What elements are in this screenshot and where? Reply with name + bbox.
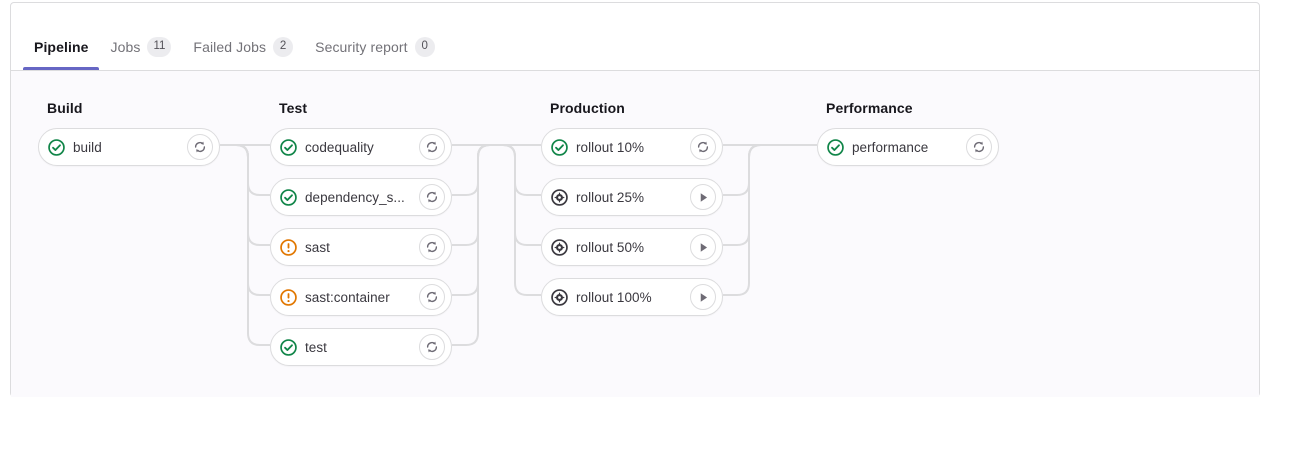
pipeline-stage: Build build (38, 100, 220, 178)
status-success-icon (551, 138, 568, 156)
tab-count-badge: 0 (414, 36, 435, 57)
connector-line (723, 144, 762, 196)
pipeline-job[interactable]: sast:container (270, 278, 452, 316)
tab-label: Failed Jobs (193, 38, 267, 55)
tab-label: Pipeline (34, 38, 89, 55)
pipeline-job[interactable]: codequality (270, 128, 452, 166)
pipeline-job[interactable]: rollout 10% (541, 128, 723, 166)
retry-icon (696, 140, 710, 154)
run-manual-job-button[interactable] (690, 284, 716, 310)
pipeline-stage: Performance performance (817, 100, 999, 178)
stage-title: Build (47, 100, 83, 116)
retry-job-button[interactable] (419, 134, 445, 160)
job-name: test (305, 339, 327, 355)
connector-line (220, 144, 270, 196)
job-name: rollout 10% (576, 139, 645, 155)
connector-line (502, 144, 541, 196)
job-name: rollout 100% (576, 289, 652, 305)
connector-line (220, 144, 270, 346)
job-name: rollout 25% (576, 189, 645, 205)
tab-count-badge: 2 (273, 36, 294, 57)
play-icon (697, 241, 710, 254)
retry-icon (425, 240, 439, 254)
status-manual-gear-icon (551, 188, 568, 206)
connector-line (452, 144, 491, 196)
status-success-icon (280, 138, 297, 156)
pipeline-graph: Build build Test codequality dependency_… (11, 71, 1259, 397)
status-success-icon (48, 138, 65, 156)
retry-job-button[interactable] (419, 184, 445, 210)
status-success-icon (827, 138, 844, 156)
job-name: performance (852, 139, 929, 155)
pipeline-panel: Pipeline Jobs 11 Failed Jobs 2 Security repor… (10, 2, 1260, 397)
retry-job-button[interactable] (690, 134, 716, 160)
pipeline-job[interactable]: rollout 100% (541, 278, 723, 316)
job-name: build (73, 139, 102, 155)
pipeline-stage: Test codequality dependency_s... sast sa… (270, 100, 452, 378)
connector-line (452, 144, 491, 296)
job-name: sast:container (305, 289, 390, 305)
retry-icon (425, 340, 439, 354)
job-name: codequality (305, 139, 374, 155)
pipeline-job[interactable]: rollout 50% (541, 228, 723, 266)
status-manual-gear-icon (551, 288, 568, 306)
status-success-icon (280, 188, 297, 206)
run-manual-job-button[interactable] (690, 184, 716, 210)
retry-icon (425, 190, 439, 204)
connector-line (723, 144, 762, 296)
retry-icon (972, 140, 986, 154)
retry-job-button[interactable] (187, 134, 213, 160)
status-warning-icon (280, 288, 297, 306)
retry-job-button[interactable] (419, 284, 445, 310)
job-name: sast (305, 239, 330, 255)
status-success-icon (280, 338, 297, 356)
connector-line (220, 144, 270, 296)
tab-failed-jobs[interactable]: Failed Jobs 2 (182, 23, 304, 70)
status-manual-gear-icon (551, 238, 568, 256)
connector-line (452, 144, 491, 246)
job-name: dependency_s... (305, 189, 405, 205)
connector-line (502, 144, 541, 296)
pipeline-tabs: Pipeline Jobs 11 Failed Jobs 2 Security repor… (11, 23, 1259, 71)
retry-icon (193, 140, 207, 154)
status-warning-icon (280, 238, 297, 256)
stage-title: Performance (826, 100, 913, 116)
stage-title: Production (550, 100, 625, 116)
connector-line (502, 144, 541, 246)
retry-job-button[interactable] (966, 134, 992, 160)
pipeline-job[interactable]: build (38, 128, 220, 166)
pipeline-job[interactable]: performance (817, 128, 999, 166)
connector-line (452, 144, 491, 346)
tab-count-badge: 11 (147, 36, 172, 57)
retry-icon (425, 140, 439, 154)
pipeline-stage: Production rollout 10% rollout 25% (541, 100, 723, 328)
play-icon (697, 191, 710, 204)
pipeline-job[interactable]: rollout 25% (541, 178, 723, 216)
tab-label: Jobs (110, 38, 141, 55)
connector-line (220, 144, 270, 246)
retry-icon (425, 290, 439, 304)
play-icon (697, 291, 710, 304)
connector-line (723, 144, 762, 246)
pipeline-job[interactable]: test (270, 328, 452, 366)
stage-title: Test (279, 100, 308, 116)
retry-job-button[interactable] (419, 334, 445, 360)
pipeline-job[interactable]: dependency_s... (270, 178, 452, 216)
tab-label: Security report (315, 38, 408, 55)
pipeline-job[interactable]: sast (270, 228, 452, 266)
retry-job-button[interactable] (419, 234, 445, 260)
tab-pipeline[interactable]: Pipeline (23, 23, 100, 70)
tab-jobs[interactable]: Jobs 11 (99, 23, 182, 70)
job-name: rollout 50% (576, 239, 645, 255)
tab-security-report[interactable]: Security report 0 (304, 23, 446, 70)
run-manual-job-button[interactable] (690, 234, 716, 260)
